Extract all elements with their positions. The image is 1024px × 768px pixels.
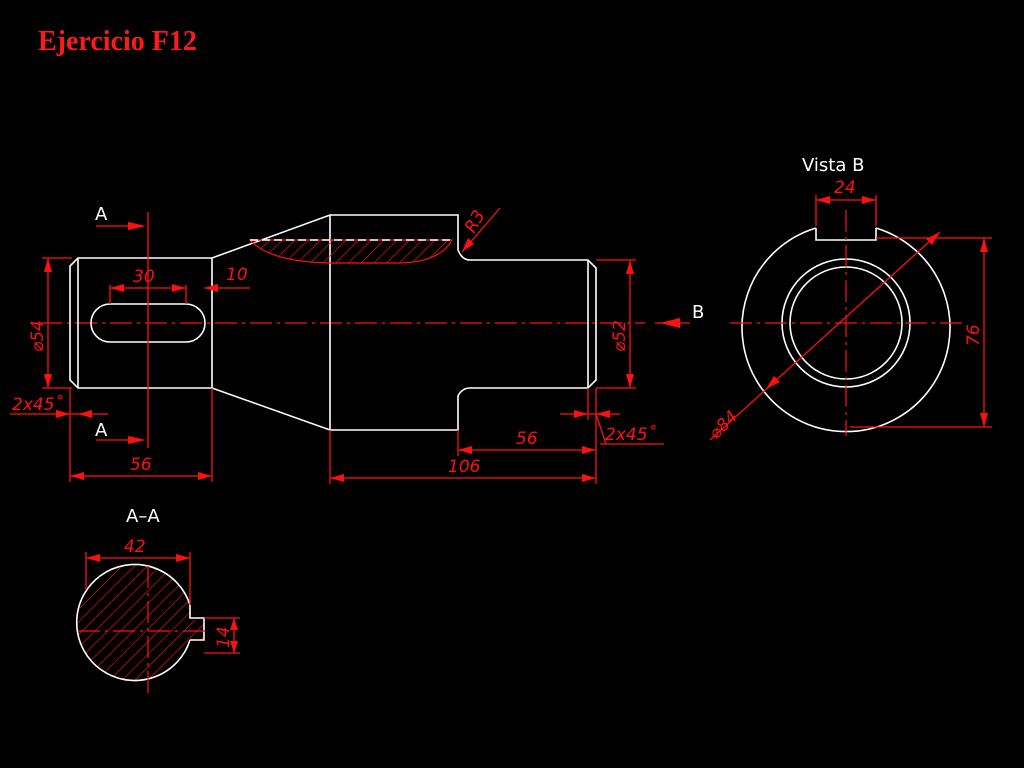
dim-chamfer-left: 2x45˚ — [12, 394, 64, 415]
dim-14: 14 — [214, 626, 234, 648]
front-view: A A B ⌀54 30 10 2x45˚ — [10, 204, 704, 484]
hatched-section — [248, 239, 454, 264]
dim-56-right: 56 — [516, 429, 538, 449]
key-slot — [90, 303, 206, 343]
view-b-title: Vista B — [802, 155, 864, 176]
view-b-arrow-label: B — [692, 302, 704, 323]
section-a-top-label: A — [95, 204, 108, 225]
dim-radius-r3: R3 — [461, 207, 490, 237]
dim-10: 10 — [226, 265, 248, 285]
section-a-a: A–A 42 14 — [75, 506, 240, 698]
page-title: Ejercicio F12 — [38, 26, 197, 57]
section-hatched-area — [76, 564, 204, 681]
section-a-bottom-label: A — [95, 420, 108, 441]
dim-chamfer-right: 2x45˚ — [605, 424, 657, 445]
section-title: A–A — [126, 506, 160, 527]
dim-24: 24 — [834, 178, 856, 198]
dim-30: 30 — [133, 267, 155, 287]
dim-76: 76 — [964, 324, 984, 346]
dim-dia-52: ⌀52 — [610, 320, 630, 352]
dim-42: 42 — [124, 537, 146, 557]
section-outline — [75, 563, 191, 682]
dim-dia-84: ⌀84 — [705, 407, 742, 444]
dim-dia-54: ⌀54 — [28, 320, 48, 352]
view-b: Vista B 24 ⌀84 76 — [705, 155, 992, 444]
dim-106: 106 — [448, 457, 481, 477]
dim-56-bottom: 56 — [130, 455, 152, 475]
